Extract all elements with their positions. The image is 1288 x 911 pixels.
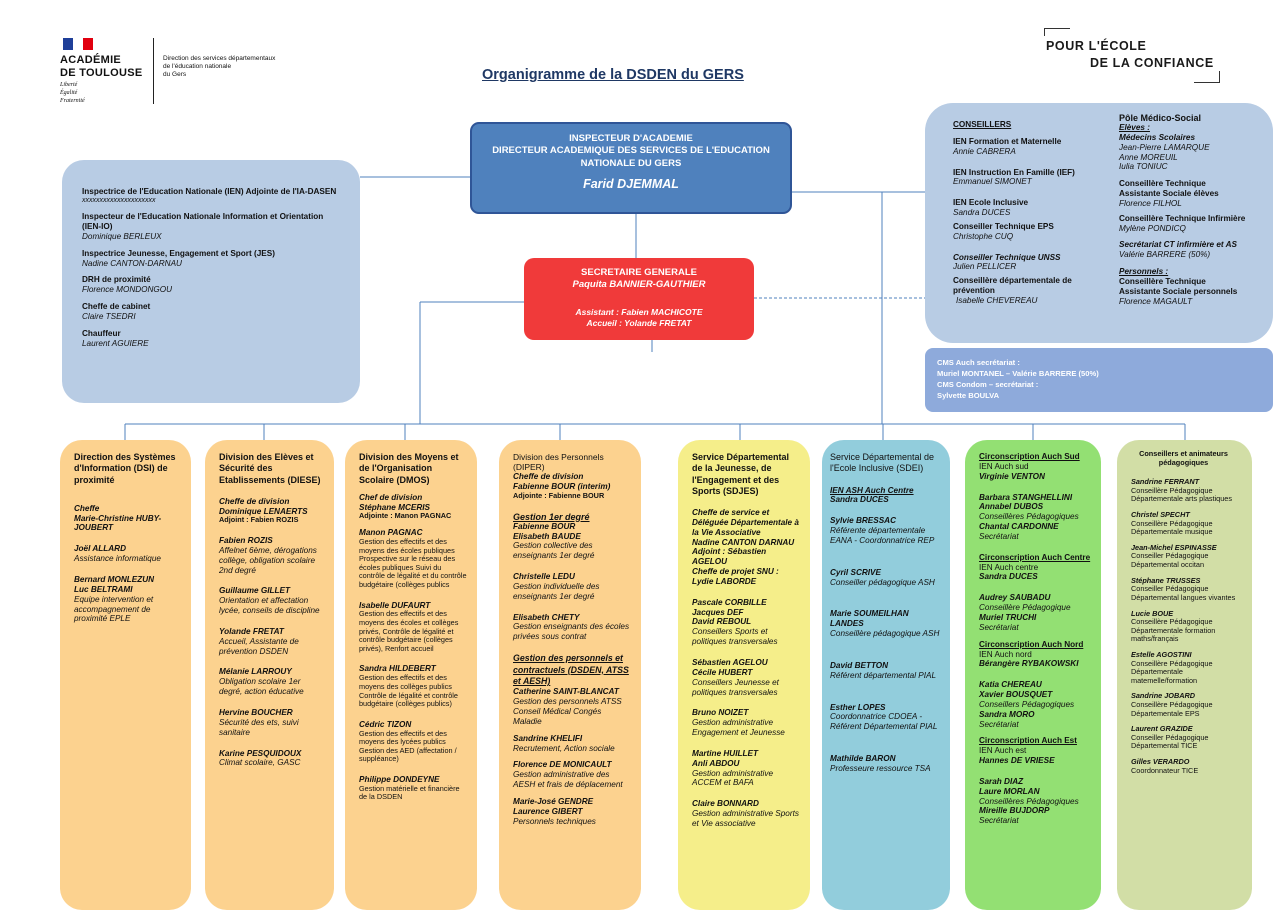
diese-column: Division des Elèves et Sécurité des Etab… [205, 440, 334, 910]
service-name: Direction des services départementaux de… [163, 55, 276, 79]
logo-line1: ACADÉMIE [60, 54, 122, 66]
director-box: INSPECTEUR D'ACADEMIE DIRECTEUR ACADEMIQ… [470, 122, 792, 214]
right-advisors-panel [925, 103, 1273, 343]
logo-line2: DE TOULOUSE [60, 67, 143, 79]
cms-box: CMS Auch secrétariat : Muriel MONTANEL –… [925, 348, 1273, 412]
flag-icon [63, 38, 93, 50]
dsi-column: Direction des Systèmes d'Information (DS… [60, 440, 191, 910]
motto-3: Fraternité [60, 98, 85, 104]
secretary-name: Paquita BANNIER-GAUTHIER [572, 279, 706, 291]
motto-2: Égalité [60, 90, 78, 96]
pole-medico-social-column: Pôle Médico-Social Elèves : Médecins Sco… [1119, 113, 1246, 306]
circonscriptions-column: Circonscription Auch Sud IEN Auch sud Vi… [965, 440, 1101, 910]
sdjes-column: Service Départemental de la Jeunesse, de… [678, 440, 810, 910]
page-title: Organigramme de la DSDEN du GERS [482, 67, 744, 83]
logo-right-line2: DE LA CONFIANCE [1090, 56, 1214, 70]
diper-column: Division des Personnels (DIPER) Cheffe d… [499, 440, 641, 910]
academie-logo: ACADÉMIE DE TOULOUSE Liberté Égalité Fra… [60, 38, 150, 108]
logo-right-line1: POUR L'ÉCOLE [1046, 39, 1147, 53]
cpd-column: Conseillers et animateurs pédagogiques S… [1117, 440, 1252, 910]
logo-divider [153, 38, 154, 104]
conseillers-column: CONSEILLERS IEN Formation et Maternelle … [953, 120, 1075, 305]
motto-1: Liberté [60, 82, 78, 88]
sdei-column: Service Départemental de l'Ecole Inclusi… [822, 440, 950, 910]
director-name: Farid DJEMMAL [583, 177, 679, 192]
ecole-confiance-logo: POUR L'ÉCOLE DE LA CONFIANCE [1044, 28, 1226, 84]
dmos-column: Division des Moyens et de l'Organisation… [345, 440, 477, 910]
left-staff-panel: Inspectrice de l'Education Nationale (IE… [62, 160, 360, 403]
secretary-box: SECRETAIRE GENERALE Paquita BANNIER-GAUT… [524, 258, 754, 340]
